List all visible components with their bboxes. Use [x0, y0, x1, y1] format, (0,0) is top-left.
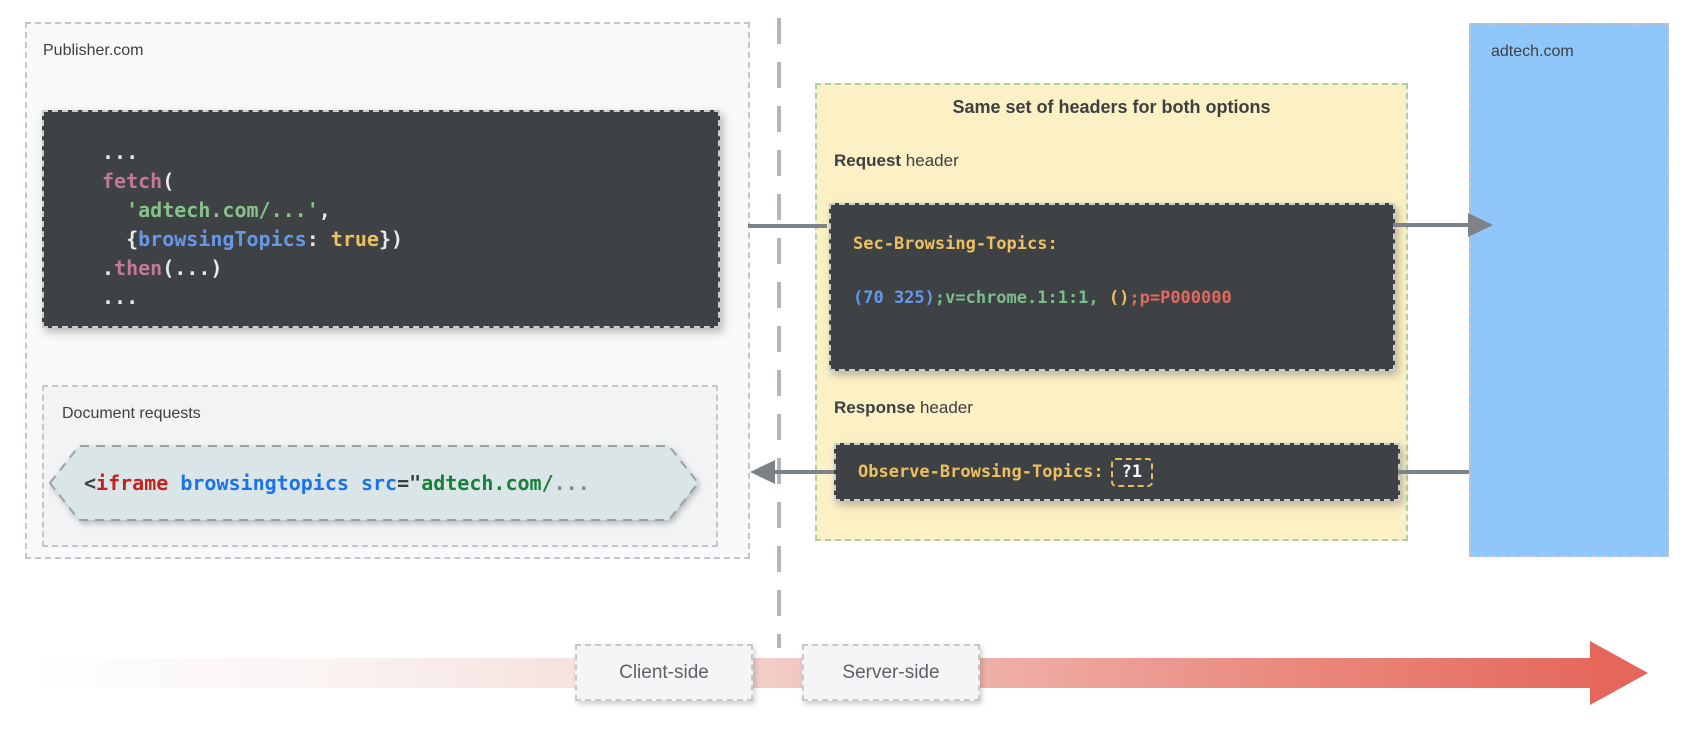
publisher-container: Publisher.com ...fetch( 'adtech.com/...'…	[25, 22, 750, 559]
response-arrow-left-segment	[772, 470, 834, 474]
client-side-label: Client-side	[619, 661, 709, 683]
request-arrow-left-segment	[748, 224, 827, 228]
publisher-label: Publisher.com	[43, 42, 144, 59]
request-header-code: Sec-Browsing-Topics:(70 325);v=chrome.1:…	[853, 234, 1232, 308]
server-side-label: Server-side	[842, 661, 940, 683]
response-header-code-block: Observe-Browsing-Topics: ?1	[834, 443, 1400, 501]
response-header-label: Response header	[834, 398, 973, 418]
headers-panel-title: Same set of headers for both options	[952, 97, 1271, 117]
response-header-label-bold: Response	[834, 398, 916, 417]
client-server-divider	[777, 18, 781, 648]
request-arrowhead-icon	[1468, 213, 1493, 237]
fetch-code: ...fetch( 'adtech.com/...', {browsingTop…	[102, 140, 404, 309]
response-value-chip: ?1	[1110, 457, 1154, 487]
hexagon-shape-icon	[48, 445, 700, 521]
response-arrow-right-segment	[1398, 470, 1469, 474]
request-header-label: Request header	[834, 151, 959, 171]
request-header-label-bold: Request	[834, 151, 902, 170]
document-requests-label: Document requests	[62, 405, 201, 422]
timeline-arrowhead-icon	[1590, 641, 1648, 705]
request-header-label-rest: header	[901, 151, 959, 170]
adtech-container: adtech.com	[1469, 23, 1669, 557]
response-header-label-rest: header	[915, 398, 973, 417]
response-arrowhead-icon	[750, 460, 775, 484]
request-header-code-block: Sec-Browsing-Topics:(70 325);v=chrome.1:…	[829, 203, 1395, 371]
client-side-label-box: Client-side	[575, 644, 753, 701]
response-header-code: Observe-Browsing-Topics:	[858, 462, 1104, 482]
request-arrow-right-segment	[1393, 223, 1471, 227]
headers-panel: Same set of headers for both options Req…	[815, 83, 1408, 541]
server-side-label-box: Server-side	[802, 644, 980, 701]
iframe-code: <iframe browsingtopics src="adtech.com/.…	[84, 471, 590, 495]
fetch-code-block: ...fetch( 'adtech.com/...', {browsingTop…	[42, 110, 720, 328]
adtech-label: adtech.com	[1491, 43, 1574, 60]
iframe-hexagon: <iframe browsingtopics src="adtech.com/.…	[48, 444, 700, 522]
document-requests-box: Document requests <iframe browsingtopics…	[42, 385, 718, 547]
